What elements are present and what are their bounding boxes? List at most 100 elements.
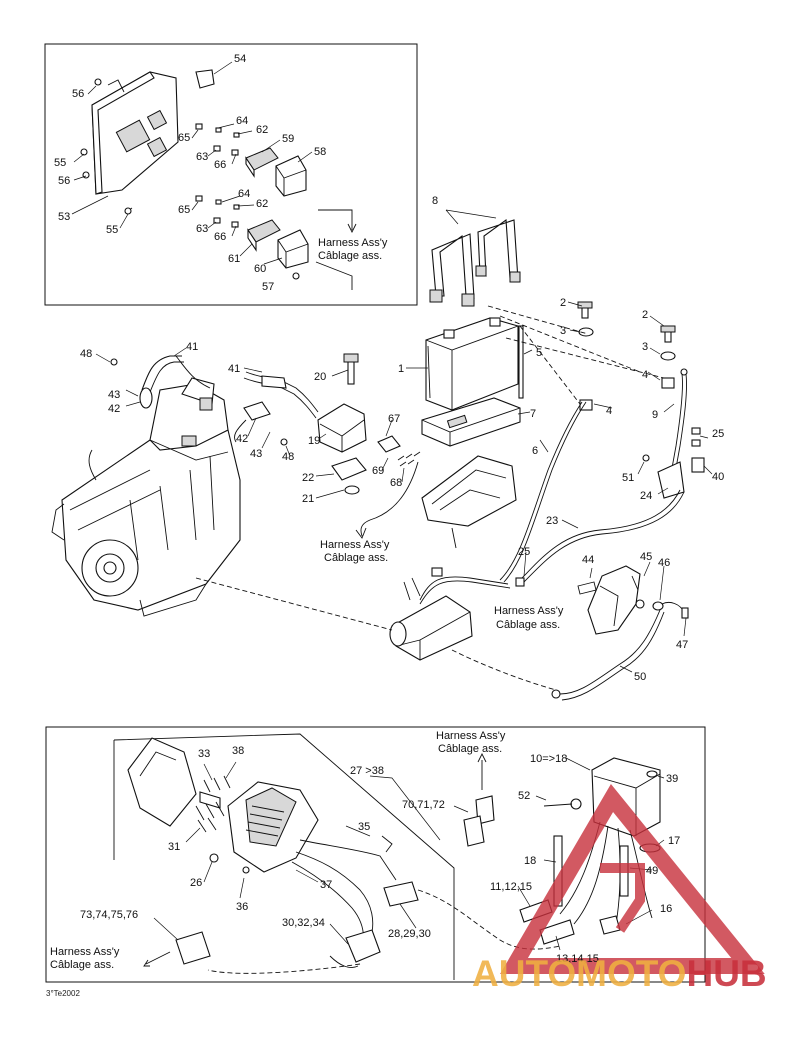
watermark-triangle-icon [500, 783, 765, 974]
callout-4a: 4 [642, 369, 648, 381]
callout-64a: 64 [236, 115, 248, 127]
callout-21: 21 [302, 493, 314, 505]
watermark-text: AUTOMOTOHUB [472, 953, 767, 994]
callout-20: 20 [314, 371, 326, 383]
battery-tray [421, 397, 521, 447]
leader-lines-main [95, 209, 713, 673]
callout-45: 45 [640, 551, 652, 563]
callout-17: 17 [668, 835, 680, 847]
callout-59: 59 [282, 133, 294, 145]
starter-cables [419, 567, 525, 605]
ignition-coil [317, 353, 367, 453]
relay-parts-lower [195, 195, 309, 280]
callout-1: 1 [398, 363, 404, 375]
callout-41a: 41 [186, 341, 198, 353]
harness-label-d-fr: Câblage ass. [438, 743, 502, 755]
battery-cable-negative [671, 368, 688, 469]
regulator-dashed-link [207, 889, 561, 974]
battery-vent-tube [518, 325, 524, 399]
callout-19: 19 [308, 435, 320, 447]
callout-69: 69 [372, 465, 384, 477]
callout-25b: 25 [518, 546, 530, 558]
callout-26: 26 [190, 877, 202, 889]
ecu-module-assembly [91, 69, 215, 195]
callout-8: 8 [432, 195, 438, 207]
callout-48a: 48 [80, 348, 92, 360]
callout-labels: 54 56 55 56 53 55 65 64 62 63 66 59 58 6… [54, 53, 724, 965]
ignition-coil-cable [110, 355, 211, 409]
callout-16: 16 [660, 903, 672, 915]
regulator-cover [127, 737, 197, 827]
callout-6: 6 [532, 445, 538, 457]
callout-33: 33 [198, 748, 210, 760]
callout-48b: 48 [282, 451, 294, 463]
callout-4b: 4 [606, 405, 612, 417]
callout-42b: 42 [236, 433, 248, 445]
harness-label-b-en: Harness Ass'y [320, 539, 390, 551]
callout-65a: 65 [178, 132, 190, 144]
callout-5: 5 [536, 347, 542, 359]
harness-label-a-fr: Câblage ass. [318, 250, 382, 262]
callout-57: 57 [262, 281, 274, 293]
watermark-text-part1: AUTOMOTO [472, 953, 686, 994]
callout-40: 40 [712, 471, 724, 483]
battery-box-support [421, 455, 517, 549]
callout-64b: 64 [238, 188, 250, 200]
callout-3a: 3 [560, 325, 566, 337]
callout-24: 24 [640, 490, 652, 502]
callout-50: 50 [634, 671, 646, 683]
regulator-bracket [577, 565, 689, 635]
starter-motor [389, 577, 473, 661]
footer-code: 3°Te2002 [46, 989, 80, 998]
harness-label-e-en: Harness Ass'y [50, 946, 120, 958]
harness-label-e-fr: Câblage ass. [50, 959, 114, 971]
callout-54: 54 [234, 53, 246, 65]
callout-63b: 63 [196, 223, 208, 235]
harness-arrow-inset [315, 209, 357, 290]
harness-label-c-en: Harness Ass'y [494, 605, 564, 617]
inset-box-modules [44, 43, 418, 306]
callout-27: 27 >38 [350, 765, 384, 777]
connector-70 [463, 752, 495, 847]
battery-cable-positive [499, 401, 587, 583]
watermark-text-part2: HUB [686, 953, 766, 994]
regulator-harness [291, 835, 419, 968]
callout-2b: 2 [642, 309, 648, 321]
engine-dashed-guide [195, 577, 557, 691]
callout-37: 37 [320, 879, 332, 891]
callout-58: 58 [314, 146, 326, 158]
callout-9: 9 [652, 409, 658, 421]
callout-68: 68 [390, 477, 402, 489]
callout-42a: 42 [108, 403, 120, 415]
cable-23 [519, 489, 685, 583]
callout-63a: 63 [196, 151, 208, 163]
callout-2a: 2 [560, 297, 566, 309]
battery-hardware [577, 301, 676, 411]
harness-label-a-en: Harness Ass'y [318, 237, 388, 249]
callout-73: 73,74,75,76 [80, 909, 138, 921]
callout-66b: 66 [214, 231, 226, 243]
callout-70: 70,71,72 [402, 799, 445, 811]
ground-bracket [642, 427, 705, 499]
callout-66a: 66 [214, 159, 226, 171]
regulator-connector-pins [195, 775, 231, 833]
callout-47: 47 [676, 639, 688, 651]
harness-labels: Harness Ass'y Câblage ass. Harness Ass'y… [50, 237, 564, 971]
battery-dashed-guides [487, 305, 665, 405]
battery-straps [429, 218, 521, 307]
callout-60: 60 [254, 263, 266, 275]
harness-label-c-fr: Câblage ass. [496, 619, 560, 631]
callout-53: 53 [58, 211, 70, 223]
battery [425, 317, 519, 411]
coil-cable-41 [243, 371, 319, 419]
callout-18: 18 [524, 855, 536, 867]
callout-30: 30,32,34 [282, 917, 325, 929]
callout-11: 11,12,15 [490, 881, 532, 893]
callout-44: 44 [582, 554, 594, 566]
engine [51, 377, 241, 617]
callout-39: 39 [666, 773, 678, 785]
callout-51: 51 [622, 472, 634, 484]
callout-43b: 43 [250, 448, 262, 460]
callout-31: 31 [168, 841, 180, 853]
